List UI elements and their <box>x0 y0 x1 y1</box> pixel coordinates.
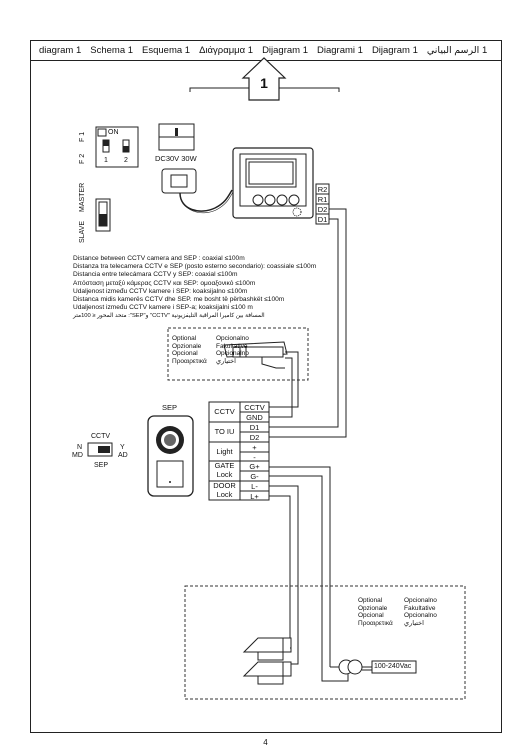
optional-camera-right: Opcionalno Fakultative Opcionalno اختيار… <box>216 335 249 365</box>
terminal-d2: D2 <box>249 433 260 442</box>
header-item: Διάγραμμα 1 <box>199 45 254 56</box>
terminal-group-to-iu: TO IU <box>214 427 235 436</box>
terminal-gnd: GND <box>246 413 263 422</box>
sep-outdoor-unit-icon <box>147 415 194 497</box>
terminal-l-plus: L+ <box>250 492 259 501</box>
header-item: 1 الرسم البياني <box>426 45 488 56</box>
distance-note: المسافة بين كاميرا المراقبة التليفزيونية… <box>73 313 265 320</box>
header-item: diagram 1 <box>39 45 82 56</box>
terminal-light-minus: - <box>253 453 256 462</box>
f2-label: F 2 <box>79 153 86 164</box>
terminal-g-minus: G- <box>250 472 259 481</box>
gate-lock-icon <box>242 637 292 661</box>
dip-switch-2-label: 2 <box>124 157 128 164</box>
slave-label: SLAVE <box>79 220 86 243</box>
optional-text: Opzionale <box>358 604 388 612</box>
optional-text: Optional <box>358 597 383 604</box>
f1-label: F 1 <box>79 131 86 142</box>
optional-text: Προαιρετικά <box>172 357 207 365</box>
header-item: Schema 1 <box>90 45 134 56</box>
header-item: Dijagram 1 <box>262 45 308 56</box>
optional-text: Opzionale <box>172 342 202 350</box>
master-label: MASTER <box>79 182 86 212</box>
power-source-box <box>371 660 417 674</box>
monitor-terminal-d1: D1 <box>317 215 328 224</box>
diagram-frame: diagram 1 Schema 1 Esquema 1 Διάγραμμα 1… <box>30 40 502 733</box>
sep-switch-y: Y <box>120 444 125 451</box>
terminal-group-gate-lock: GATE Lock <box>214 461 235 479</box>
optional-text: Opcional <box>358 612 384 619</box>
distance-note: Udaljenost između CCTV kamere i SEP-a; k… <box>73 304 253 312</box>
optional-text: Opcionalno <box>216 350 249 357</box>
sep-label: SEP <box>162 403 178 412</box>
distance-note: Distance between CCTV camera and SEP : c… <box>73 255 245 262</box>
distance-note: Distanza tra telecamera CCTV e SEP (post… <box>73 263 317 271</box>
terminal-light-plus: + <box>252 443 257 452</box>
power-source-label: 100-240Vac <box>374 663 412 670</box>
cctv-camera-icon <box>223 341 288 369</box>
terminal-group-door-lock: DOOR Lock <box>213 481 236 499</box>
up-arrow-icon <box>241 57 287 101</box>
terminal-g-plus: G+ <box>249 462 260 471</box>
optional-text: اختياري <box>216 357 236 365</box>
page-number: 4 <box>263 738 268 747</box>
monitor-terminal-d2: D2 <box>317 205 328 214</box>
distance-note: Απόσταση μεταξύ κάμερας CCTV και SEP: ομ… <box>73 279 256 287</box>
optional-text: Optional <box>172 335 197 342</box>
monitor-terminal-r2: R2 <box>317 185 328 194</box>
monitor-terminal-r1: R1 <box>317 195 328 204</box>
terminal-d1: D1 <box>249 423 260 432</box>
distance-notes: Distance between CCTV camera and SEP : c… <box>73 255 316 321</box>
header-item: Esquema 1 <box>142 45 191 56</box>
terminal-group-light: Light <box>216 447 233 456</box>
optional-lock-box <box>184 585 466 700</box>
header-item: Diagrami 1 <box>317 45 363 56</box>
optional-text: Opcionalno <box>216 335 249 342</box>
optional-camera-box <box>167 327 309 381</box>
arrow-label: 1 <box>260 75 268 91</box>
sep-switch-bottom: SEP <box>94 462 109 469</box>
door-lock-icon <box>242 661 292 685</box>
optional-text: Opcional <box>172 350 198 357</box>
optional-lock-left: Optional Opzionale Opcional Προαιρετικά <box>358 597 393 627</box>
distance-note: Udaljenost između CCTV kamere i SEP: koa… <box>73 287 248 295</box>
transformer-icon <box>338 659 363 675</box>
distance-note: Distanca midis kamerës CCTV dhe SEP. me … <box>73 296 285 304</box>
sep-switch-md: MD <box>72 452 83 459</box>
optional-text: Opcionalno <box>404 597 437 604</box>
terminal-l-minus: L- <box>251 482 258 491</box>
optional-lock-right: Opcionalno Fakultative Opcionalno اختيار… <box>404 597 437 627</box>
header-item: Dijagram 1 <box>371 45 418 56</box>
power-supply-label: DC30V 30W <box>155 154 197 163</box>
terminal-block <box>208 401 270 501</box>
terminal-group-cctv: CCTV <box>214 407 235 416</box>
dip-switch-1-label: 1 <box>104 157 108 164</box>
distance-note: Distancia entre telecámara CCTV y SEP: c… <box>73 271 238 279</box>
sep-switch-ad: AD <box>118 452 128 459</box>
optional-text: Fakultative <box>404 604 436 612</box>
optional-camera-left: Optional Opzionale Opcional Προαιρετικά <box>172 335 207 365</box>
sep-switch-title: CCTV <box>91 433 111 440</box>
optional-text: Προαιρετικά <box>358 619 393 627</box>
optional-text: اختياري <box>404 619 424 627</box>
optional-text: Opcionalno <box>404 612 437 619</box>
terminal-cctv: CCTV <box>244 403 265 412</box>
optional-text: Fakultative <box>216 342 248 350</box>
sep-switch-n: N <box>77 444 83 451</box>
dip-on-label: ON <box>108 129 119 136</box>
